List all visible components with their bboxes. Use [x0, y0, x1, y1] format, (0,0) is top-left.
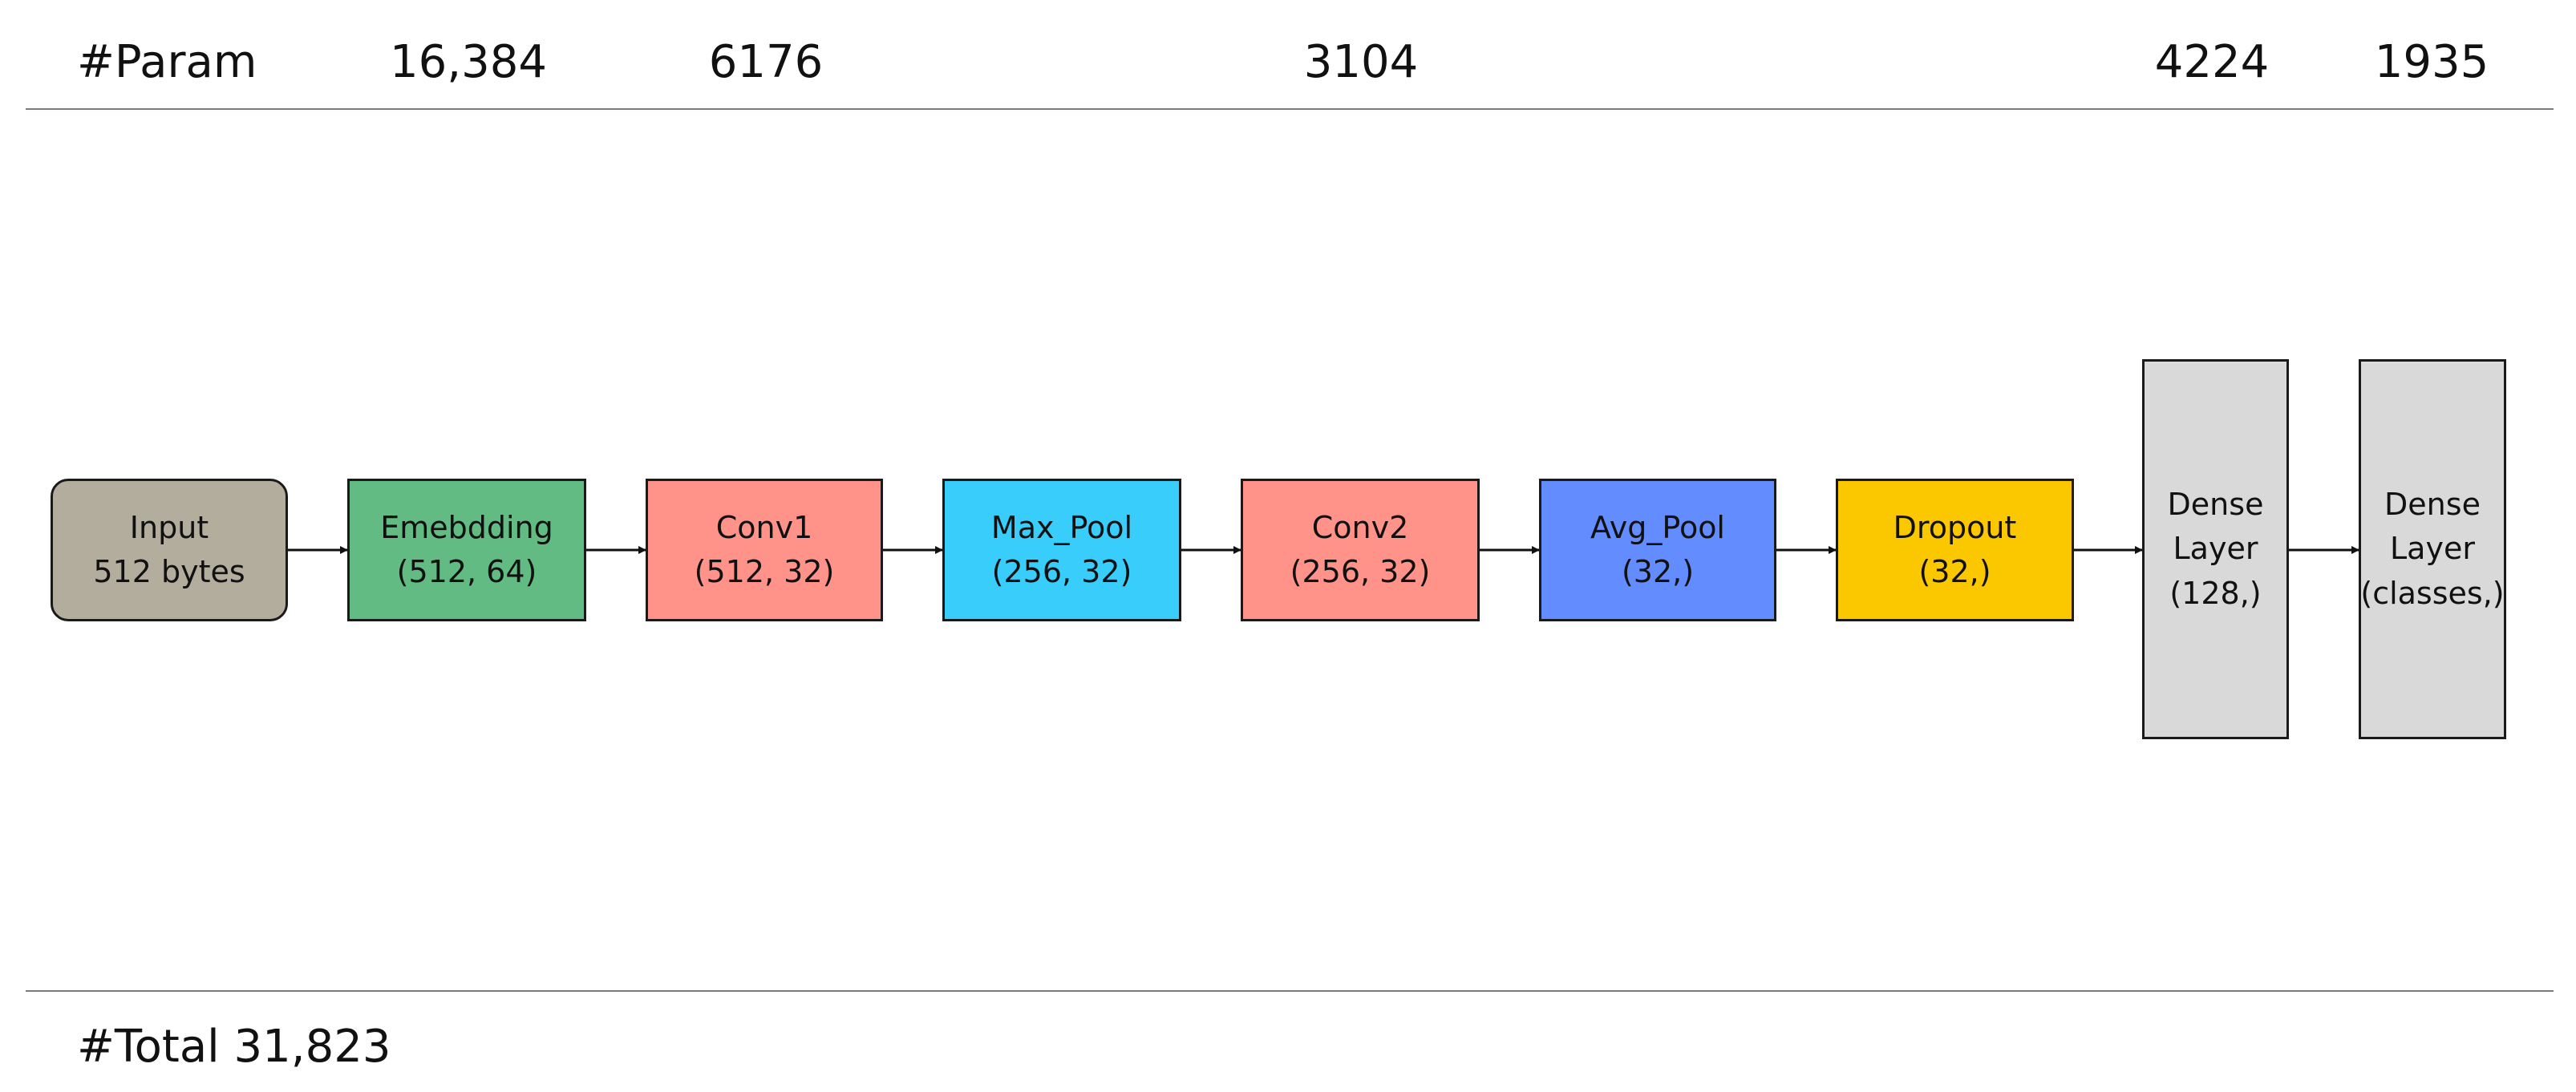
- param-value-embedding: 16,384: [390, 36, 547, 88]
- node-conv1-title: Conv1: [715, 509, 813, 545]
- node-dropout-shape: (32,): [1918, 554, 1991, 589]
- node-dense-layer-1-line-1: Dense: [2167, 487, 2264, 523]
- node-conv1: Conv1 (512, 32): [646, 479, 883, 621]
- node-conv1-shape: (512, 32): [694, 554, 835, 589]
- bottom-divider: [26, 990, 2554, 992]
- top-divider: [26, 108, 2554, 110]
- node-avg-pool: Avg_Pool (32,): [1539, 479, 1776, 621]
- node-embedding: Emebdding (512, 64): [347, 479, 586, 621]
- node-dense-layer-1: Dense Layer (128,): [2142, 359, 2289, 739]
- node-avg-pool-shape: (32,): [1621, 554, 1695, 589]
- node-input-title: Input: [129, 509, 209, 545]
- node-conv2: Conv2 (256, 32): [1241, 479, 1480, 621]
- param-value-dense-2: 1935: [2374, 36, 2489, 88]
- node-dense-layer-2-shape: (classes,): [2360, 575, 2505, 611]
- param-value-conv2: 3104: [1303, 36, 1419, 88]
- param-value-dense-1: 4224: [2154, 36, 2270, 88]
- node-dense-layer-2: Dense Layer (classes,): [2359, 359, 2506, 739]
- node-max-pool: Max_Pool (256, 32): [942, 479, 1181, 621]
- node-dense-layer-2-line-2: Layer: [2390, 531, 2475, 567]
- node-input: Input 512 bytes: [51, 479, 288, 621]
- param-value-conv1: 6176: [708, 36, 824, 88]
- node-avg-pool-title: Avg_Pool: [1590, 509, 1725, 545]
- node-embedding-title: Emebdding: [380, 509, 553, 545]
- node-conv2-shape: (256, 32): [1290, 554, 1431, 589]
- node-dense-layer-1-line-2: Layer: [2173, 531, 2258, 567]
- node-conv2-title: Conv2: [1311, 509, 1409, 545]
- param-row-label: #Param: [77, 36, 257, 88]
- node-dropout-title: Dropout: [1893, 509, 2017, 545]
- node-max-pool-title: Max_Pool: [990, 509, 1133, 545]
- node-max-pool-shape: (256, 32): [991, 554, 1132, 589]
- node-input-shape: 512 bytes: [93, 554, 245, 589]
- node-dense-layer-2-line-1: Dense: [2384, 487, 2481, 523]
- node-dropout: Dropout (32,): [1836, 479, 2074, 621]
- node-embedding-shape: (512, 64): [396, 554, 537, 589]
- total-params-label: #Total 31,823: [77, 1021, 391, 1073]
- node-dense-layer-1-shape: (128,): [2169, 575, 2262, 611]
